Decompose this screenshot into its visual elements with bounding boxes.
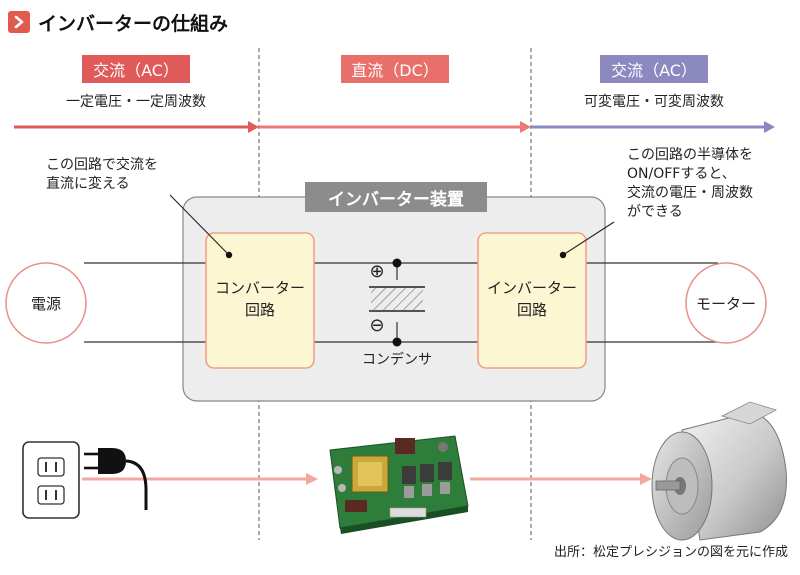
converter-circuit-label: コンバーター 回路 bbox=[206, 277, 314, 321]
source-note: 出所：松定プレシジョンの図を元に作成 bbox=[553, 545, 788, 560]
power-source-label: 電源 bbox=[30, 294, 61, 313]
converter-callout-line bbox=[169, 194, 230, 256]
section-badge-dc: 直流（DC） bbox=[341, 55, 449, 83]
converter-note-line: 直流に変える bbox=[46, 176, 130, 192]
motor-label: モーター bbox=[695, 294, 756, 313]
wall-outlet-icon bbox=[22, 441, 80, 519]
section-subtitle-ac-output: 可変電圧・可変周波数 bbox=[584, 94, 724, 110]
converter-note: この回路で交流を 直流に変える bbox=[46, 156, 158, 194]
circuit-board-image bbox=[329, 435, 469, 534]
power-source-circle bbox=[5, 262, 87, 344]
bottom-flow-arrow-2 bbox=[470, 473, 652, 485]
converter-label-line: 回路 bbox=[244, 301, 275, 319]
section-badge-ac-input: 交流（AC） bbox=[82, 55, 190, 83]
inverter-label-line: インバーター bbox=[486, 279, 577, 297]
inverter-note-line: ができる bbox=[627, 204, 683, 220]
inverter-circuit-label: インバーター 回路 bbox=[478, 277, 586, 321]
motor-circle bbox=[685, 262, 767, 344]
capacitor-symbol bbox=[369, 286, 425, 312]
page-title: インバーターの仕組み bbox=[38, 12, 229, 35]
chevron-right-icon bbox=[8, 11, 30, 33]
flow-arrow-ac-out bbox=[531, 121, 775, 133]
inverter-note-line: 交流の電圧・周波数 bbox=[627, 185, 753, 201]
section-badge-ac-output: 交流（AC） bbox=[600, 55, 708, 83]
capacitor-minus-sign: ⊖ bbox=[369, 314, 385, 336]
capacitor-plus-sign: ⊕ bbox=[369, 260, 385, 282]
power-plug-icon bbox=[84, 448, 148, 510]
section-subtitle-ac-input: 一定電圧・一定周波数 bbox=[66, 94, 206, 110]
converter-note-line: この回路で交流を bbox=[46, 157, 158, 173]
title-row: インバーターの仕組み bbox=[8, 8, 228, 36]
wire-junction bbox=[392, 337, 402, 347]
converter-label-line: コンバーター bbox=[214, 279, 305, 297]
inverter-label-line: 回路 bbox=[516, 301, 547, 319]
capacitor-label: コンデンサ bbox=[362, 352, 432, 368]
flow-arrow-dc bbox=[259, 121, 531, 133]
inverter-note: この回路の半導体を ON/OFFすると、 交流の電圧・周波数 ができる bbox=[627, 146, 753, 222]
motor-image bbox=[651, 401, 787, 541]
flow-arrow-ac-in bbox=[14, 121, 259, 133]
inverter-callout-line bbox=[562, 221, 615, 256]
inverter-note-line: ON/OFFすると、 bbox=[627, 166, 736, 182]
wire-junction bbox=[392, 258, 402, 268]
inverter-note-line: この回路の半導体を bbox=[627, 147, 753, 163]
converter-circuit-box bbox=[205, 232, 315, 369]
inverter-circuit-box bbox=[477, 232, 587, 369]
bottom-flow-arrow-1 bbox=[82, 473, 318, 485]
device-title: インバーター装置 bbox=[305, 182, 487, 212]
